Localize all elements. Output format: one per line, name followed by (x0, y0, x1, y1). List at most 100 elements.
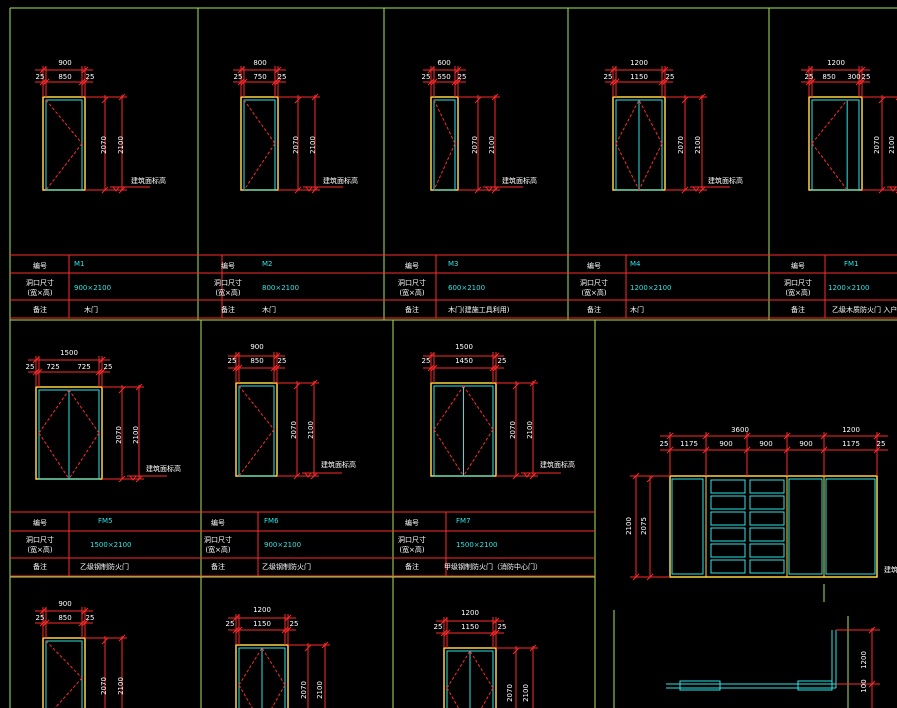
dimension-tick (443, 629, 451, 637)
size-subheader: (宽×高) (215, 288, 241, 297)
dimension-tick (702, 446, 710, 454)
clear-width-dim: 850 (58, 614, 71, 622)
door-elevation-cell: 1500 25 725 725 25 2070 2100 建筑面标高 编号 FM… (26, 349, 181, 571)
floor-level-symbol (129, 475, 137, 481)
dimension-tick (632, 472, 640, 480)
size-header: 洞口尺寸 (784, 278, 812, 287)
door-frame (808, 96, 863, 191)
partition-elevation: 3600 1200 25 1175 900 900 900 1175 25 21… (625, 426, 897, 693)
door-elevation-cell: 1200 25 1150 25 2070 2100 建筑面标高 编号 M4 洞口… (580, 59, 743, 314)
segment-dim: 1175 (680, 440, 698, 448)
code-header: 编号 (33, 518, 47, 527)
dimension-tick (658, 78, 666, 86)
dimension-tick (427, 364, 435, 372)
floor-level-symbol (112, 186, 120, 192)
dimension-tick (98, 356, 106, 364)
drawer-panel (749, 559, 785, 574)
door-elevation-cell: 600 25 550 25 2070 2100 建筑面标高 编号 M3 洞口尺寸… (398, 59, 537, 314)
door-leaf-outline (45, 99, 83, 191)
leaf-height-dim: 2070 (677, 136, 685, 154)
dimension-tick (232, 614, 240, 622)
segment-dim: 900 (759, 440, 772, 448)
dimension-tick (474, 186, 482, 194)
door-code: FM7 (456, 517, 471, 525)
dimension-tick (95, 368, 103, 376)
code-header: 编号 (405, 261, 419, 270)
dimension-tick (529, 644, 537, 652)
door-remark: 乙级钢制防火门 (80, 562, 129, 571)
floor-level-symbol (692, 186, 700, 192)
swing-line (68, 432, 100, 480)
right-jamb-dim: 25 (458, 73, 467, 81)
dimension-tick (101, 186, 109, 194)
dimension-tick (512, 382, 520, 390)
clear-width-dim: 725 (46, 363, 59, 371)
door-code: FM1 (844, 260, 859, 268)
dimension-tick (232, 352, 240, 360)
door-remark: 木门 (84, 305, 98, 314)
door-code: M2 (262, 260, 273, 268)
dimension-tick (118, 475, 126, 483)
left-jamb-dim: 25 (226, 620, 235, 628)
drawer-panel (710, 527, 746, 542)
dimension-tick (78, 78, 86, 86)
left-jamb-dim: 25 (26, 363, 35, 371)
size-header: 洞口尺寸 (214, 278, 242, 287)
drawer-panel (749, 479, 785, 494)
door-leaf-outline (238, 385, 275, 477)
door-frame (240, 96, 279, 191)
swing-line (243, 143, 276, 191)
dimension-tick (529, 379, 537, 387)
dimension-tick (101, 637, 109, 645)
swing-line (38, 389, 70, 434)
leaf-height-dim: 2070 (509, 421, 517, 439)
clear-height-dim: 2075 (640, 517, 648, 535)
segment-dim: 25 (877, 440, 886, 448)
dimension-tick (294, 96, 302, 104)
left-jamb-dim: 25 (805, 73, 814, 81)
dimension-tick (35, 368, 43, 376)
opening-size: 1500×2100 (456, 541, 498, 549)
dimension-tick (135, 383, 143, 391)
dimension-tick (873, 446, 881, 454)
dimension-tick (42, 78, 50, 86)
drawer-panel (710, 495, 746, 510)
total-width-dim: 600 (437, 59, 450, 67)
dimension-tick (237, 78, 245, 86)
drawer-panel (749, 543, 785, 558)
size-header: 洞口尺寸 (26, 535, 54, 544)
right-jamb-dim: 25 (862, 73, 871, 81)
right-jamb-dim: 25 (278, 357, 287, 365)
dimension-tick (281, 626, 289, 634)
door-remark: 乙级木质防火门 入户子母门 (832, 305, 897, 314)
remark-header: 备注 (791, 305, 805, 314)
partition-frame (669, 475, 878, 578)
door-code: M1 (74, 260, 85, 268)
door-frame (235, 644, 289, 708)
leaf-height-dim: 2070 (115, 426, 123, 444)
right-jamb-dim: 25 (86, 73, 95, 81)
dimension-tick (609, 78, 617, 86)
code-header: 编号 (791, 261, 805, 270)
drawer-panel (710, 511, 746, 526)
leaf-height-dim: 2070 (471, 136, 479, 154)
floor-level-symbol (523, 472, 531, 478)
dimension-tick (529, 472, 537, 480)
dimension-tick (235, 626, 243, 634)
clear-width-dim: 850 (58, 73, 71, 81)
plan-depth-dim: 1200 (860, 651, 868, 669)
floor-level-note: 建筑面 (884, 565, 897, 574)
dimension-tick (873, 432, 881, 440)
dimension-tick (118, 386, 126, 394)
dimension-tick (492, 617, 500, 625)
dimension-tick (698, 186, 706, 194)
glass-panel (671, 478, 704, 575)
floor-level-symbol (304, 472, 312, 478)
dimension-tick (32, 356, 40, 364)
leaf-height-dim: 2070 (290, 421, 298, 439)
dimension-tick (118, 634, 126, 642)
opening-height-dim: 2100 (132, 426, 140, 444)
remark-header: 备注 (211, 562, 225, 571)
dimension-tick (235, 364, 243, 372)
floor-level-symbol (305, 186, 313, 192)
